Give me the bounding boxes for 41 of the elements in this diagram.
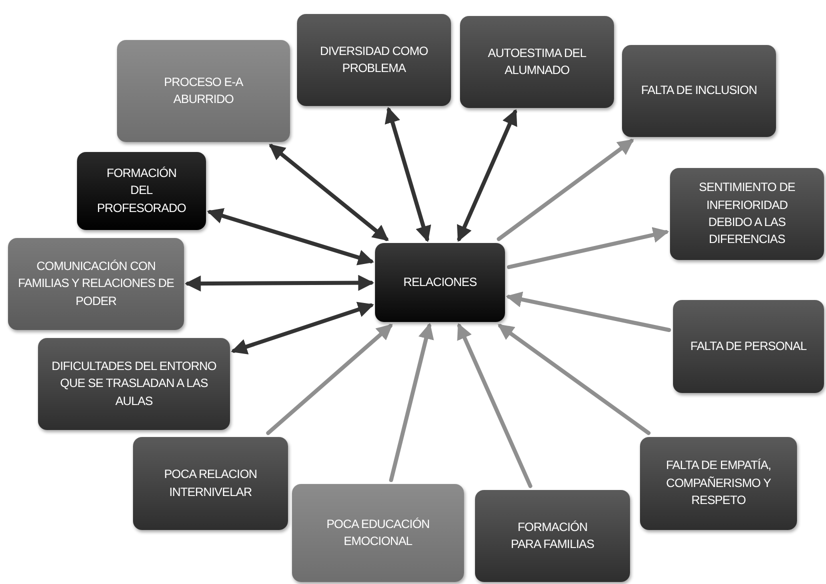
box-label: RELACIONES xyxy=(403,274,477,291)
arrow xyxy=(457,323,532,488)
topic-box xyxy=(77,152,206,230)
topic-box xyxy=(460,16,614,108)
box-label: PROCESO E-A ABURRIDO xyxy=(163,74,244,108)
arrow xyxy=(184,274,374,292)
box-label: FALTA DE PERSONAL xyxy=(690,338,807,355)
topic-box xyxy=(133,437,288,530)
topic-box xyxy=(117,40,290,142)
box-label: FALTA DE INCLUSION xyxy=(641,82,757,100)
topic-box xyxy=(670,168,824,260)
arrow xyxy=(456,109,518,242)
box-label: COMUNICACIÓN CON FAMILIAS Y RELACIONES DE PODER xyxy=(16,258,175,310)
topic-box xyxy=(673,300,824,393)
arrow xyxy=(206,208,374,266)
arrow xyxy=(384,106,432,242)
arrow xyxy=(389,322,434,482)
box-label: DIFICULTADES DEL ENTORNO QUE SE TRASLADAN A LAS AULAS xyxy=(50,358,218,410)
box-label: DIVERSIDAD COMO PROBLEMA xyxy=(318,42,429,77)
topic-box xyxy=(640,437,797,530)
box-label: FALTA DE EMPATÍA, COMPAÑERISMO Y RESPETO xyxy=(664,457,772,510)
arrow xyxy=(507,227,670,270)
box-label: POCA EDUCACIÓN EMOCIONAL xyxy=(325,516,431,550)
arrow xyxy=(230,302,374,354)
arrow xyxy=(268,144,389,242)
central-box xyxy=(375,243,505,322)
arrow xyxy=(506,292,671,332)
topic-box xyxy=(8,238,184,330)
topic-box xyxy=(38,338,230,430)
topic-box xyxy=(475,490,630,582)
box-label: FORMACIÓN DEL PROFESORADO xyxy=(97,164,186,217)
box-label: AUTOESTIMA DEL ALUMNADO xyxy=(486,44,588,79)
box-label: POCA RELACION INTERNIVELAR xyxy=(163,466,258,500)
arrow xyxy=(496,139,634,241)
topic-box xyxy=(297,14,451,106)
box-label: FORMACIÓN PARA FAMILIAS xyxy=(510,518,596,553)
arrow xyxy=(266,324,393,435)
arrow xyxy=(498,324,651,435)
topic-box xyxy=(622,45,776,137)
box-label: SENTIMIENTO DE INFERIORIDAD DEBIDO A LAS DIFERENCIAS xyxy=(698,179,796,248)
topic-box xyxy=(292,484,464,582)
